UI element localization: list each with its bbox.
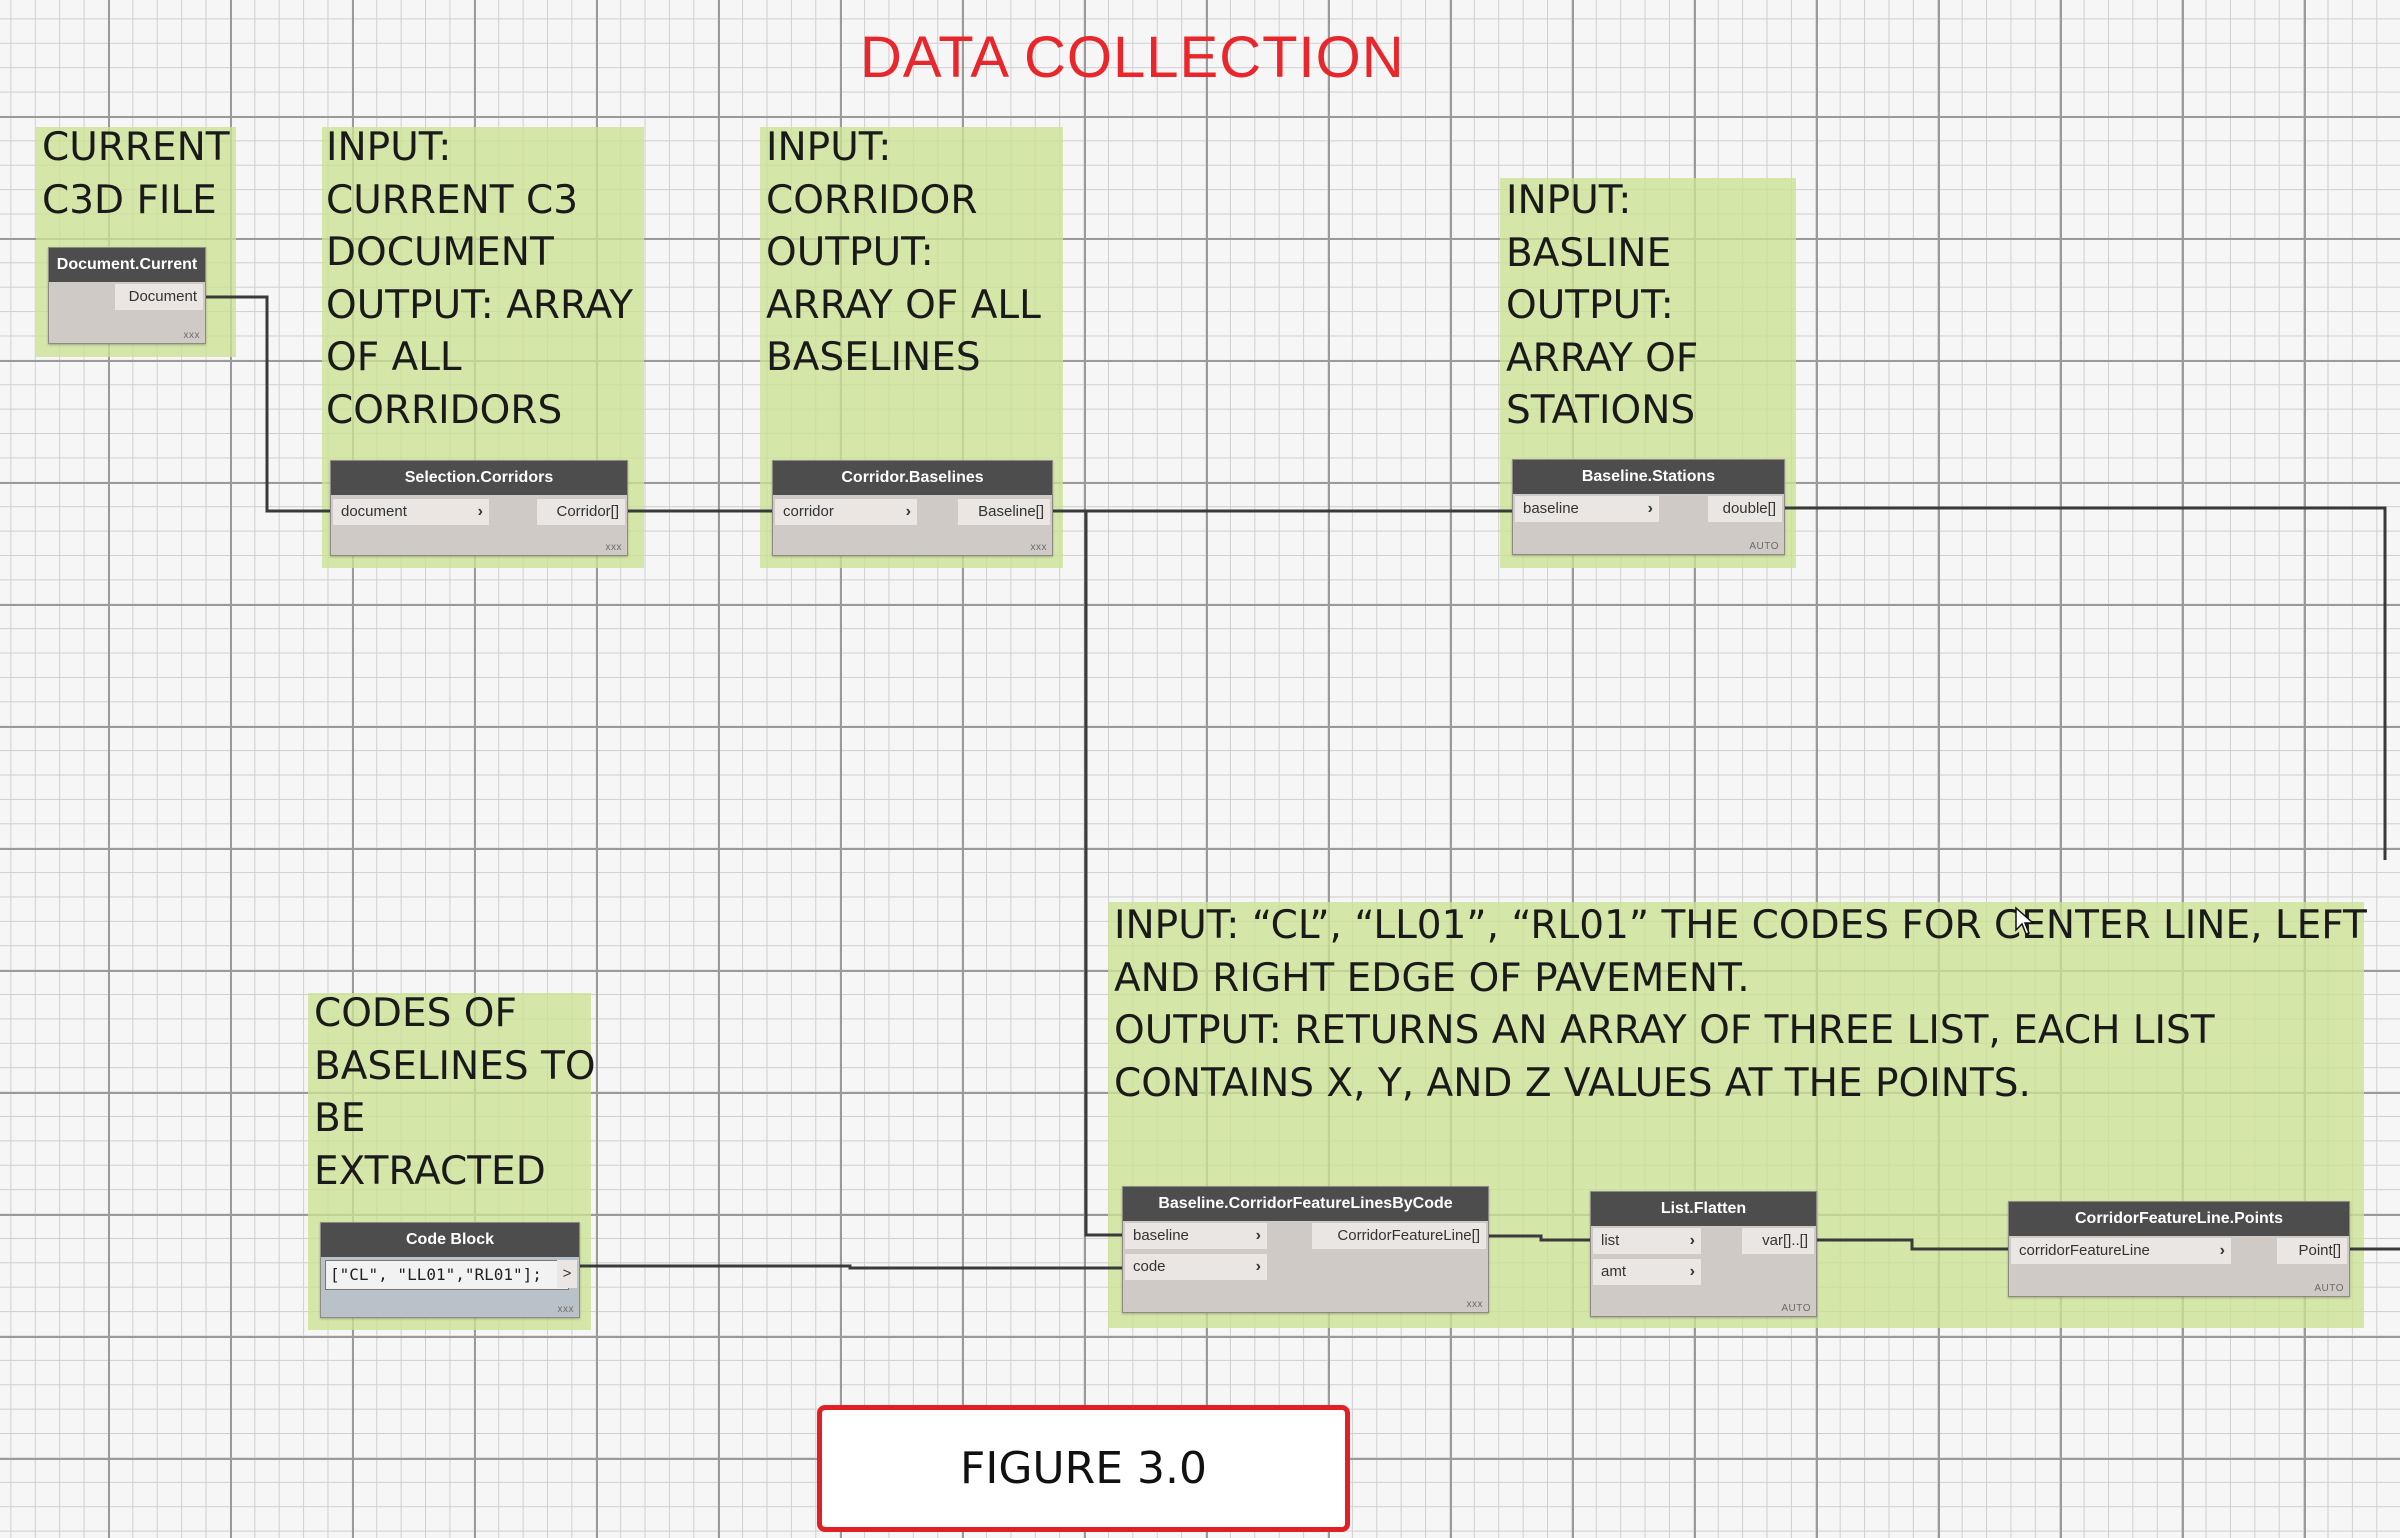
node-title: List.Flatten	[1591, 1192, 1816, 1226]
port-label: corridor	[783, 503, 834, 520]
port-label: baseline	[1523, 500, 1579, 517]
node-title: Baseline.CorridorFeatureLinesByCode	[1123, 1187, 1488, 1221]
input-port-code[interactable]: code ›	[1125, 1254, 1267, 1280]
node-feature-lines-by-code[interactable]: Baseline.CorridorFeatureLinesByCode base…	[1122, 1186, 1489, 1313]
note-feature-lines: INPUT: “CL”, “LL01”, “RL01” THE CODES FO…	[1114, 903, 2367, 1106]
input-port-corridor-feature-line[interactable]: corridorFeatureLine ›	[2011, 1238, 2231, 1264]
node-title: Corridor.Baselines	[773, 461, 1052, 495]
port-label: baseline	[1133, 1227, 1189, 1244]
page-title: DATA COLLECTION	[860, 25, 1405, 90]
lacing-label: xxx	[183, 330, 200, 341]
note-codes: CODES OF BASELINES TO BE EXTRACTED	[314, 991, 596, 1194]
node-title: Document.Current	[49, 248, 205, 282]
node-selection-corridors[interactable]: Selection.Corridors document › Corridor[…	[330, 460, 628, 556]
output-port-baselines[interactable]: Baseline[]	[958, 499, 1050, 525]
note-current-file: CURRENT C3D FILE	[42, 125, 230, 223]
wire-flatten-to-points	[1817, 1238, 2008, 1251]
output-port-code[interactable]: >	[557, 1260, 577, 1288]
lacing-label: AUTO	[1781, 1303, 1811, 1314]
lacing-label: xxx	[1030, 542, 1047, 553]
node-title: Selection.Corridors	[331, 461, 627, 495]
chevron-right-icon: ›	[1647, 500, 1653, 517]
node-title: CorridorFeatureLine.Points	[2009, 1202, 2349, 1236]
chevron-right-icon: ›	[477, 503, 483, 520]
port-label: code	[1133, 1258, 1166, 1275]
lacing-label: xxx	[1466, 1299, 1483, 1310]
port-label: corridorFeatureLine	[2019, 1242, 2150, 1259]
chevron-right-icon: ›	[1689, 1263, 1695, 1280]
node-title: Baseline.Stations	[1513, 460, 1784, 494]
lacing-label: AUTO	[1749, 541, 1779, 552]
wire-featurelines-to-flatten	[1488, 1234, 1591, 1242]
lacing-label: xxx	[557, 1304, 574, 1315]
wire-baselines-to-featurelines	[1053, 509, 1123, 1237]
output-port-document[interactable]: Document	[115, 284, 203, 310]
output-port-points[interactable]: Point[]	[2277, 1238, 2347, 1264]
wire-stations-out	[1785, 506, 2387, 860]
figure-label-box: FIGURE 3.0	[817, 1405, 1350, 1532]
input-port-baseline[interactable]: baseline ›	[1125, 1223, 1267, 1249]
chevron-right-icon: ›	[905, 503, 911, 520]
node-document-current[interactable]: Document.Current Document xxx	[48, 247, 206, 344]
port-label: document	[341, 503, 407, 520]
wire-document-to-selection	[206, 295, 331, 513]
input-port-amt[interactable]: amt ›	[1593, 1259, 1701, 1285]
mouse-cursor-icon	[2014, 906, 2036, 943]
code-editor[interactable]: ["CL", "LL01","RL01"];	[325, 1260, 569, 1290]
lacing-label: AUTO	[2314, 1283, 2344, 1294]
node-feature-line-points[interactable]: CorridorFeatureLine.Points corridorFeatu…	[2008, 1201, 2350, 1297]
note-corridor-baselines: INPUT: CORRIDOR OUTPUT: ARRAY OF ALL BAS…	[766, 125, 1041, 380]
node-baseline-stations[interactable]: Baseline.Stations baseline › double[] AU…	[1512, 459, 1785, 555]
chevron-right-icon: ›	[1689, 1232, 1695, 1249]
port-label: list	[1601, 1232, 1620, 1249]
chevron-right-icon: ›	[1255, 1258, 1261, 1275]
input-port-document[interactable]: document ›	[333, 499, 489, 525]
output-port-stations[interactable]: double[]	[1708, 496, 1782, 522]
input-port-corridor[interactable]: corridor ›	[775, 499, 917, 525]
figure-label: FIGURE 3.0	[960, 1443, 1207, 1494]
output-port-feature-lines[interactable]: CorridorFeatureLine[]	[1312, 1223, 1486, 1249]
node-corridor-baselines[interactable]: Corridor.Baselines corridor › Baseline[]…	[772, 460, 1053, 556]
lacing-label: xxx	[605, 542, 622, 553]
chevron-right-icon: ›	[1255, 1227, 1261, 1244]
wire-codeblock-to-featurelines	[580, 1264, 1123, 1270]
node-list-flatten[interactable]: List.Flatten list › amt › var[]..[] AUTO	[1590, 1191, 1817, 1317]
input-port-list[interactable]: list ›	[1593, 1228, 1701, 1254]
note-baseline-stations: INPUT: BASLINE OUTPUT: ARRAY OF STATIONS	[1506, 178, 1699, 433]
node-title: Code Block	[321, 1223, 579, 1257]
note-selection-corridors: INPUT: CURRENT C3 DOCUMENT OUTPUT: ARRAY…	[326, 125, 633, 433]
output-port-flattened[interactable]: var[]..[]	[1742, 1228, 1814, 1254]
port-label: amt	[1601, 1263, 1627, 1280]
chevron-right-icon: ›	[2219, 1242, 2225, 1259]
input-port-baseline[interactable]: baseline ›	[1515, 496, 1659, 522]
output-port-corridors[interactable]: Corridor[]	[537, 499, 625, 525]
node-code-block[interactable]: Code Block ["CL", "LL01","RL01"]; > xxx	[320, 1222, 580, 1318]
